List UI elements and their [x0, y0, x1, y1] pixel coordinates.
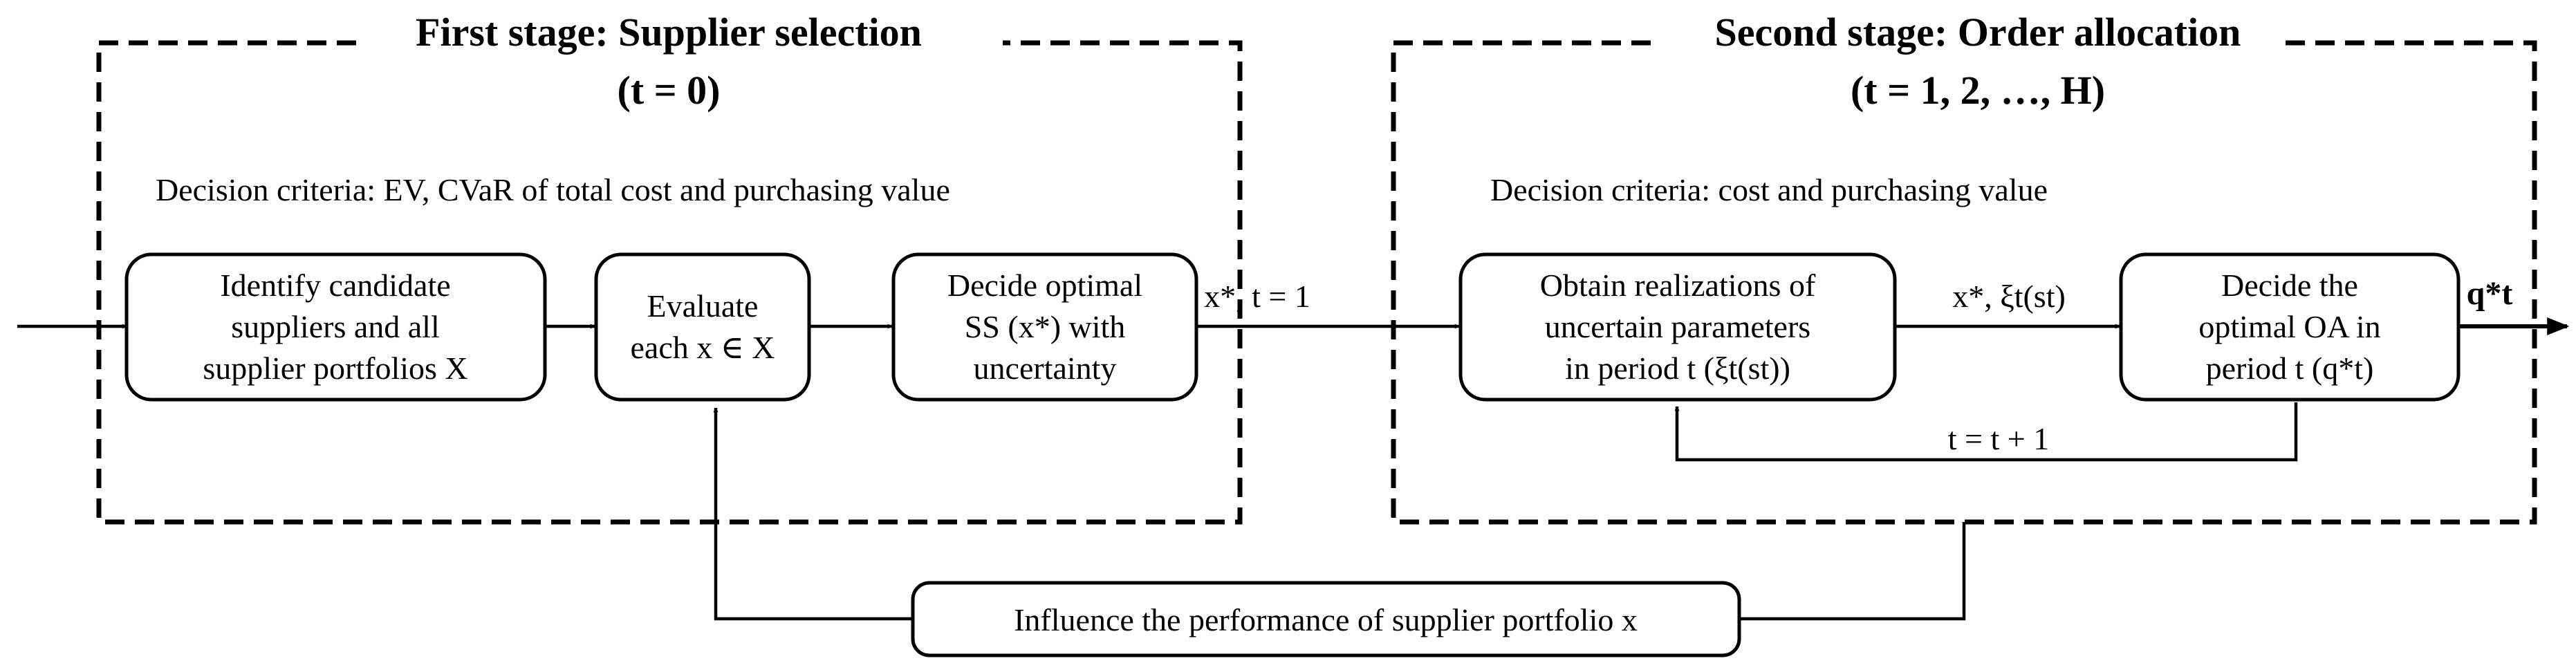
feedback-loop-arrow — [1674, 402, 2298, 462]
box-decide-ss-line3: uncertainty — [974, 351, 1117, 386]
box-obtain-line3: in period t (ξt(st)) — [1565, 351, 1790, 386]
box-identify-line1: Identify candidate — [220, 268, 450, 303]
stage2-title-backing — [1660, 0, 2282, 66]
stage1-time: (t = 0) — [618, 68, 721, 113]
box-identify-line2: suppliers and all — [231, 309, 440, 344]
stage1-title-backing — [360, 0, 1003, 66]
stage2-criteria: Decision criteria: cost and purchasing v… — [1490, 172, 2048, 207]
label-t-increment: t = t + 1 — [1948, 421, 2049, 456]
box-decide-ss-line1: Decide optimal — [947, 268, 1142, 303]
label-x-star-t1: x*, t = 1 — [1204, 279, 1310, 314]
label-q-star: q*t — [2467, 275, 2513, 312]
stage1-title: First stage: Supplier selection — [416, 10, 922, 55]
box-decide-oa-line3: period t (q*t) — [2206, 351, 2374, 386]
box-influence-text: Influence the performance of supplier po… — [1014, 602, 1638, 637]
box-obtain-line1: Obtain realizations of — [1540, 268, 1816, 303]
box-decide-ss: Decide optimal SS (x*) with uncertainty — [891, 252, 1198, 402]
box-evaluate-line1: Evaluate — [647, 288, 759, 324]
box-decide-oa: Decide the optimal OA in period t (q*t) — [2119, 252, 2461, 402]
stage1-criteria: Decision criteria: EV, CVaR of total cos… — [156, 172, 950, 207]
box-decide-ss-line2: SS (x*) with — [965, 309, 1126, 344]
stage2-time: (t = 1, 2, …, H) — [1851, 68, 2105, 113]
box-obtain-realizations: Obtain realizations of uncertain paramet… — [1458, 252, 1897, 402]
box-obtain-line2: uncertain parameters — [1545, 309, 1810, 344]
box-decide-oa-line2: optimal OA in — [2198, 309, 2380, 344]
box-decide-oa-line1: Decide the — [2221, 268, 2358, 303]
box-evaluate-line2: each x ∈ X — [630, 330, 775, 365]
stage2-title: Second stage: Order allocation — [1715, 10, 2241, 55]
label-x-star-xi: x*, ξt(st) — [1952, 279, 2066, 314]
box-influence: Influence the performance of supplier po… — [911, 581, 1741, 657]
box-evaluate: Evaluate each x ∈ X — [594, 252, 811, 402]
box-identify-candidates: Identify candidate suppliers and all sup… — [124, 252, 547, 402]
box-identify-line3: supplier portfolios X — [203, 351, 467, 386]
